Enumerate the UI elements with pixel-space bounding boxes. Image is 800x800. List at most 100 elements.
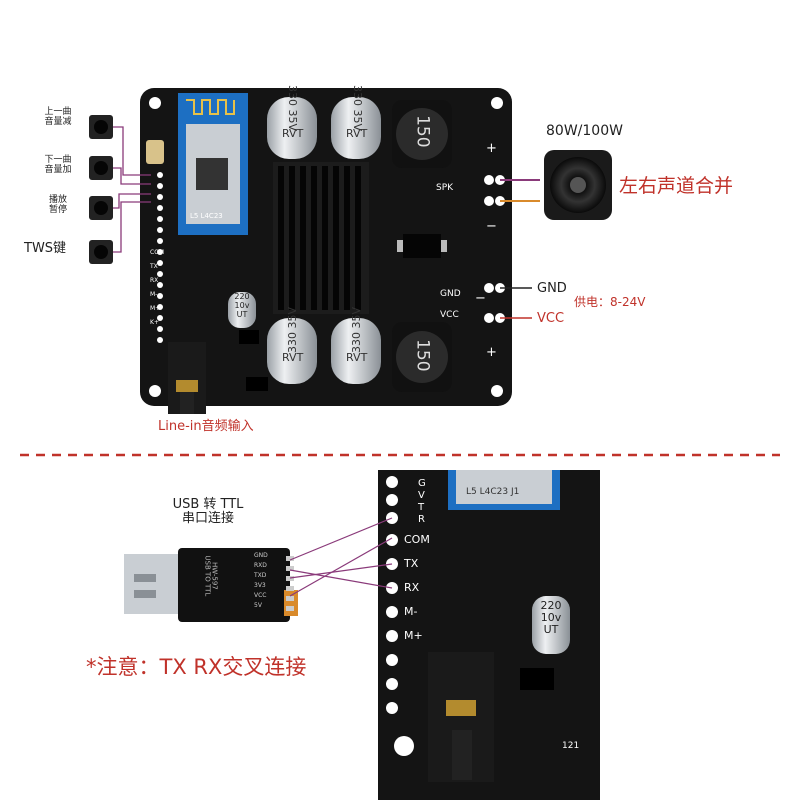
svg-text:+: + (486, 141, 497, 156)
usb-pin-label: VCC (254, 592, 267, 599)
usb-pin (286, 566, 294, 571)
header-pin (157, 304, 163, 310)
header-pin (157, 260, 163, 266)
silk-tx: TX (150, 263, 158, 270)
zoom-pin-label: TX (404, 557, 419, 570)
header-pin (157, 183, 163, 189)
zoom-pin (386, 702, 398, 714)
inductor-label: 150 (412, 115, 433, 148)
zoom-pin (386, 654, 398, 666)
gnd-silk: GND (440, 289, 461, 299)
crystal (146, 140, 164, 164)
zoom-pin-letter: V (418, 490, 425, 501)
mount-hole (394, 736, 414, 756)
zoom-pin-label: RX (404, 581, 420, 594)
zoom-pin (386, 630, 398, 642)
cap-label: 330 35V (286, 85, 300, 132)
silk-rx: RX (150, 277, 159, 284)
speaker-mode-label: 左右声道合并 (619, 175, 734, 197)
cap-label-rvt: RVT (282, 127, 304, 140)
bt-chip (196, 158, 228, 190)
cap-label-rvt: RVT (346, 127, 368, 140)
heatsink (273, 162, 369, 314)
heatsink-fins (278, 166, 361, 310)
heatsink-fin (289, 166, 295, 310)
svg-text:−: − (475, 291, 486, 306)
svg-text:−: − (486, 219, 497, 234)
antenna-trace (186, 99, 235, 115)
module-marking: L5 L4C23 (190, 212, 223, 220)
usb-pin-label: RXD (254, 562, 267, 569)
crossover-note: *注意：TX RX交叉连接 (86, 655, 307, 679)
supply-label: 供电：8-24V (574, 295, 646, 309)
cap-label: 330 35V (349, 307, 363, 354)
silk-mplus: M+ (150, 305, 161, 312)
silk-kplus: K+ (150, 319, 159, 326)
silk-com: COM (150, 249, 165, 256)
usb-pin-label: 5V (254, 602, 262, 609)
header-pin (157, 238, 163, 244)
button-wires (113, 126, 151, 253)
zoom-pin-letter: G (418, 478, 426, 489)
cap-label-rvt: RVT (282, 351, 304, 364)
zoom-pin-label: M- (404, 605, 418, 618)
usb-plug (124, 554, 184, 614)
button-label-play: 播放暂停 (48, 195, 67, 215)
zoom-pin (386, 534, 398, 546)
usb-pin (286, 606, 294, 611)
small-capacitor (228, 292, 256, 328)
header-pin (157, 271, 163, 277)
header-pin (157, 249, 163, 255)
capacitor-body (267, 97, 317, 159)
heatsink-fin (344, 166, 350, 310)
vcc-label: VCC (537, 311, 565, 326)
heatsink-fin (333, 166, 339, 310)
usb-pin-label: GND (254, 552, 268, 559)
zoom-pin (386, 606, 398, 618)
zoom-pin-letter: T (418, 502, 425, 513)
speaker-power-label: 80W/100W (546, 123, 623, 139)
zoom-mark: 121 (562, 741, 580, 751)
header-pin (157, 216, 163, 222)
ic-chip (403, 234, 441, 258)
usb-pin (286, 576, 294, 581)
inductor-label: 150 (412, 339, 433, 372)
mount-hole (149, 385, 161, 397)
zoom-pin-label: COM (404, 533, 430, 546)
usb-ttl-board (178, 548, 290, 622)
mount-hole (491, 97, 503, 109)
usb-pin-row (286, 556, 294, 611)
line-in-label: Line-in音频输入 (158, 419, 254, 434)
mount-hole (149, 97, 161, 109)
header-pin (157, 172, 163, 178)
cap-label: 330 35V (351, 85, 365, 132)
tact-buttons (89, 115, 113, 264)
header-pin (157, 337, 163, 343)
gnd-label: GND (537, 281, 567, 296)
heatsink-fin (311, 166, 317, 310)
zoom-pin-letter: R (418, 514, 425, 525)
spk-silk: SPK (436, 183, 454, 193)
heatsink-fin (355, 166, 361, 310)
heatsink-fin (300, 166, 306, 310)
zoom-cap (532, 596, 570, 654)
svg-text:+: + (486, 345, 497, 360)
zoom-pin (386, 476, 398, 488)
header-pin (157, 315, 163, 321)
zoom-module-marking: L5 L4C23 J1 (466, 487, 520, 497)
button-label-next: 下一曲音量加 (44, 155, 72, 175)
header-pin (157, 326, 163, 332)
capacitor-body (331, 318, 381, 384)
mount-hole (491, 385, 503, 397)
usb-pin-label: TXD (254, 572, 267, 579)
silk-mminus: M- (150, 291, 158, 298)
usb-pin (286, 556, 294, 561)
zoom-pin-row (386, 476, 398, 714)
header-pin (157, 293, 163, 299)
header-pin-row (157, 172, 163, 343)
heatsink-fin (322, 166, 328, 310)
